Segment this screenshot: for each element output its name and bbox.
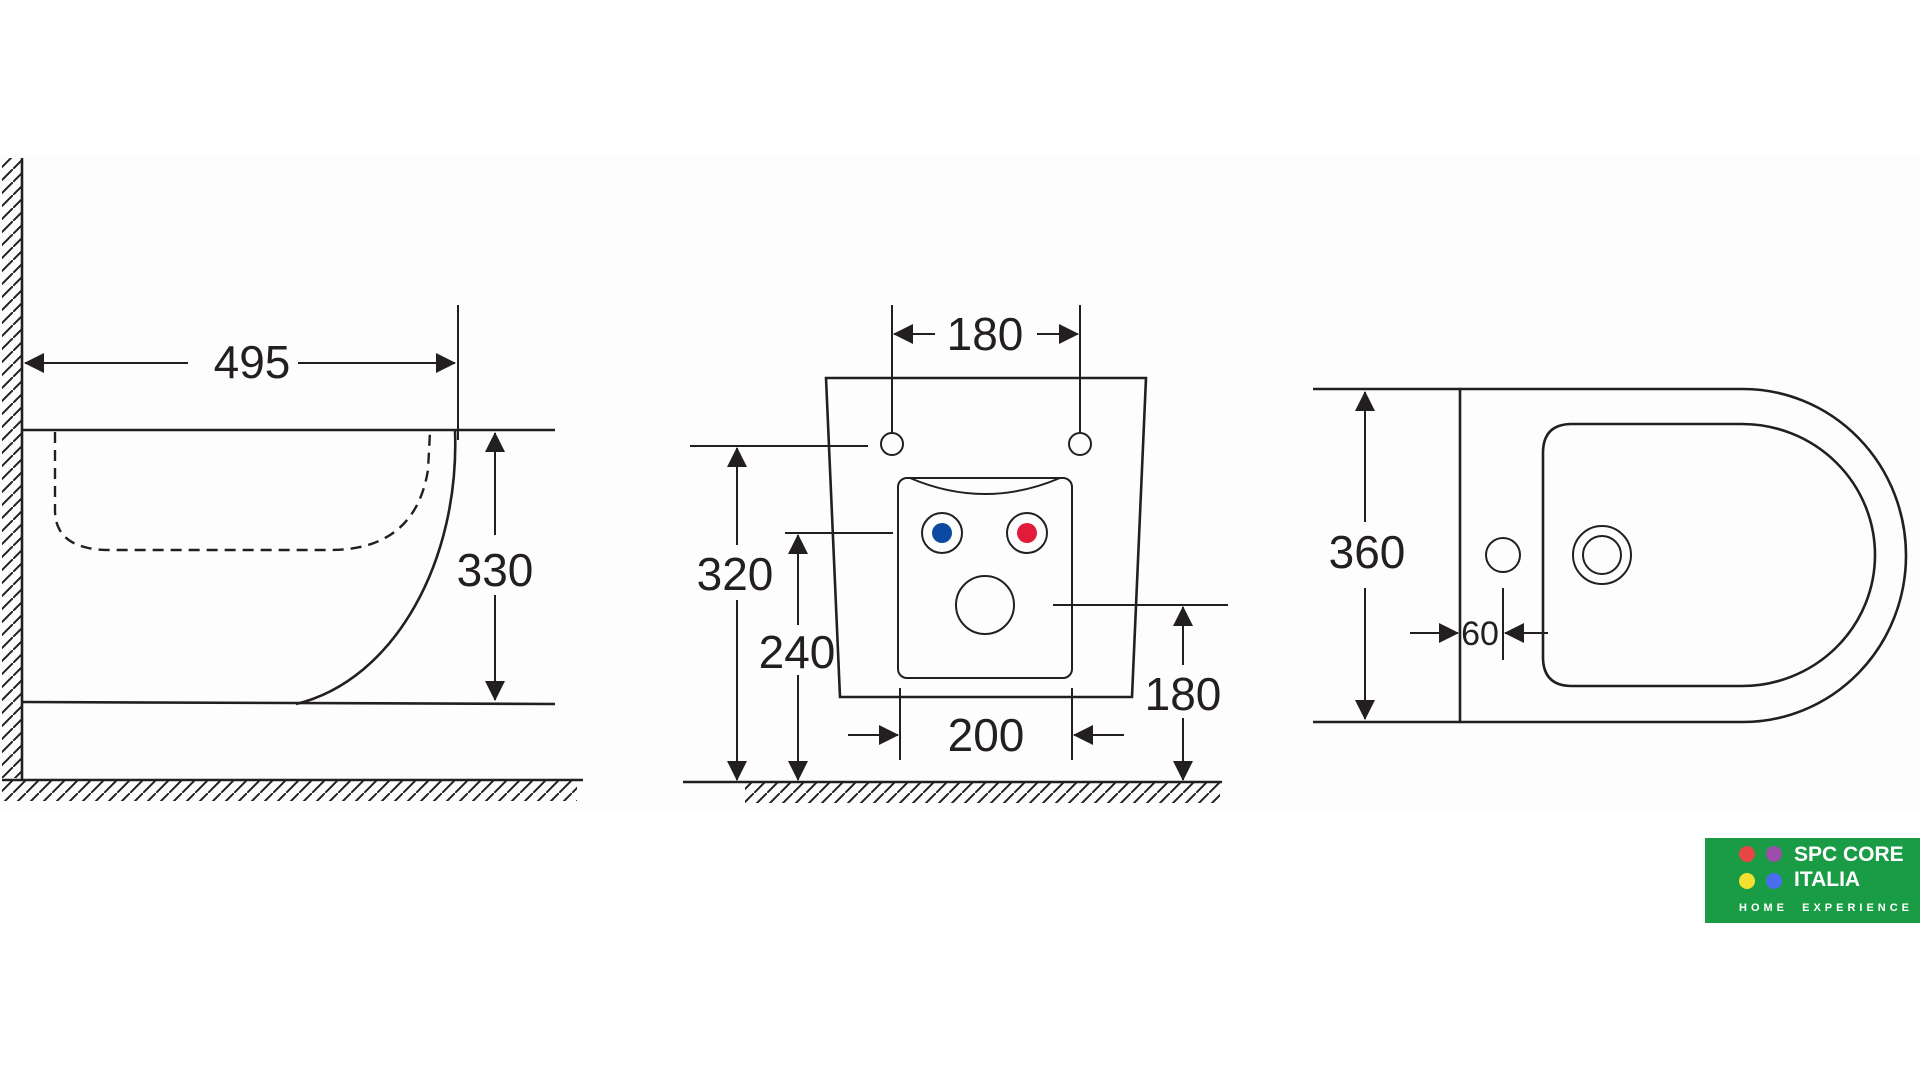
side-view: 495 330	[2, 158, 583, 801]
connection-panel-arc	[909, 477, 1061, 495]
wall-plate-outline	[824, 376, 1148, 699]
drain-outlet	[955, 575, 1015, 635]
dim-495-label: 495	[214, 336, 291, 388]
front-floor-hatching	[745, 783, 1220, 803]
bowl-profile	[295, 429, 457, 706]
dim-320-label: 320	[697, 548, 774, 600]
hot-inlet-ring	[1006, 512, 1048, 554]
cold-inlet-ring	[921, 512, 963, 554]
brand-name-line2: ITALIA	[1794, 868, 1860, 891]
bowl-inner-dashed	[53, 431, 432, 552]
brand-dot-red-icon	[1739, 846, 1755, 862]
dim-330-label: 330	[457, 544, 534, 596]
connection-panel	[897, 477, 1073, 679]
dim-60-label: 60	[1461, 615, 1499, 653]
brand-tagline: HOME EXPERIENCE	[1739, 902, 1913, 914]
brand-logo: SPC CORE ITALIA HOME EXPERIENCE	[1705, 838, 1920, 923]
dim-180-right-label: 180	[1145, 668, 1222, 720]
floor-hatching	[2, 781, 577, 801]
drain-ring-outer	[1572, 525, 1632, 585]
cold-water-inlet-icon	[932, 523, 952, 543]
dim-360-label: 360	[1329, 526, 1406, 578]
dim-200-label: 200	[948, 709, 1025, 761]
brand-name-line1: SPC CORE	[1794, 843, 1904, 866]
hot-water-inlet-icon	[1017, 523, 1037, 543]
top-outer-outline	[1458, 387, 1908, 724]
dim-180-top-label: 180	[947, 308, 1024, 360]
dim-240-label: 240	[759, 626, 836, 678]
base-line	[21, 700, 556, 706]
brand-dot-blue-icon	[1766, 873, 1782, 889]
brand-dot-purple-icon	[1766, 846, 1782, 862]
drawing-background	[0, 155, 1920, 810]
brand-dot-yellow-icon	[1739, 873, 1755, 889]
front-view: 180 320 240 180 200	[683, 305, 1228, 803]
drain-ring-inner	[1582, 535, 1622, 575]
wall-hatching	[2, 158, 22, 778]
faucet-hole	[1485, 537, 1521, 573]
top-view: 360 60	[1313, 387, 1908, 724]
top-inner-bowl	[1541, 422, 1877, 688]
